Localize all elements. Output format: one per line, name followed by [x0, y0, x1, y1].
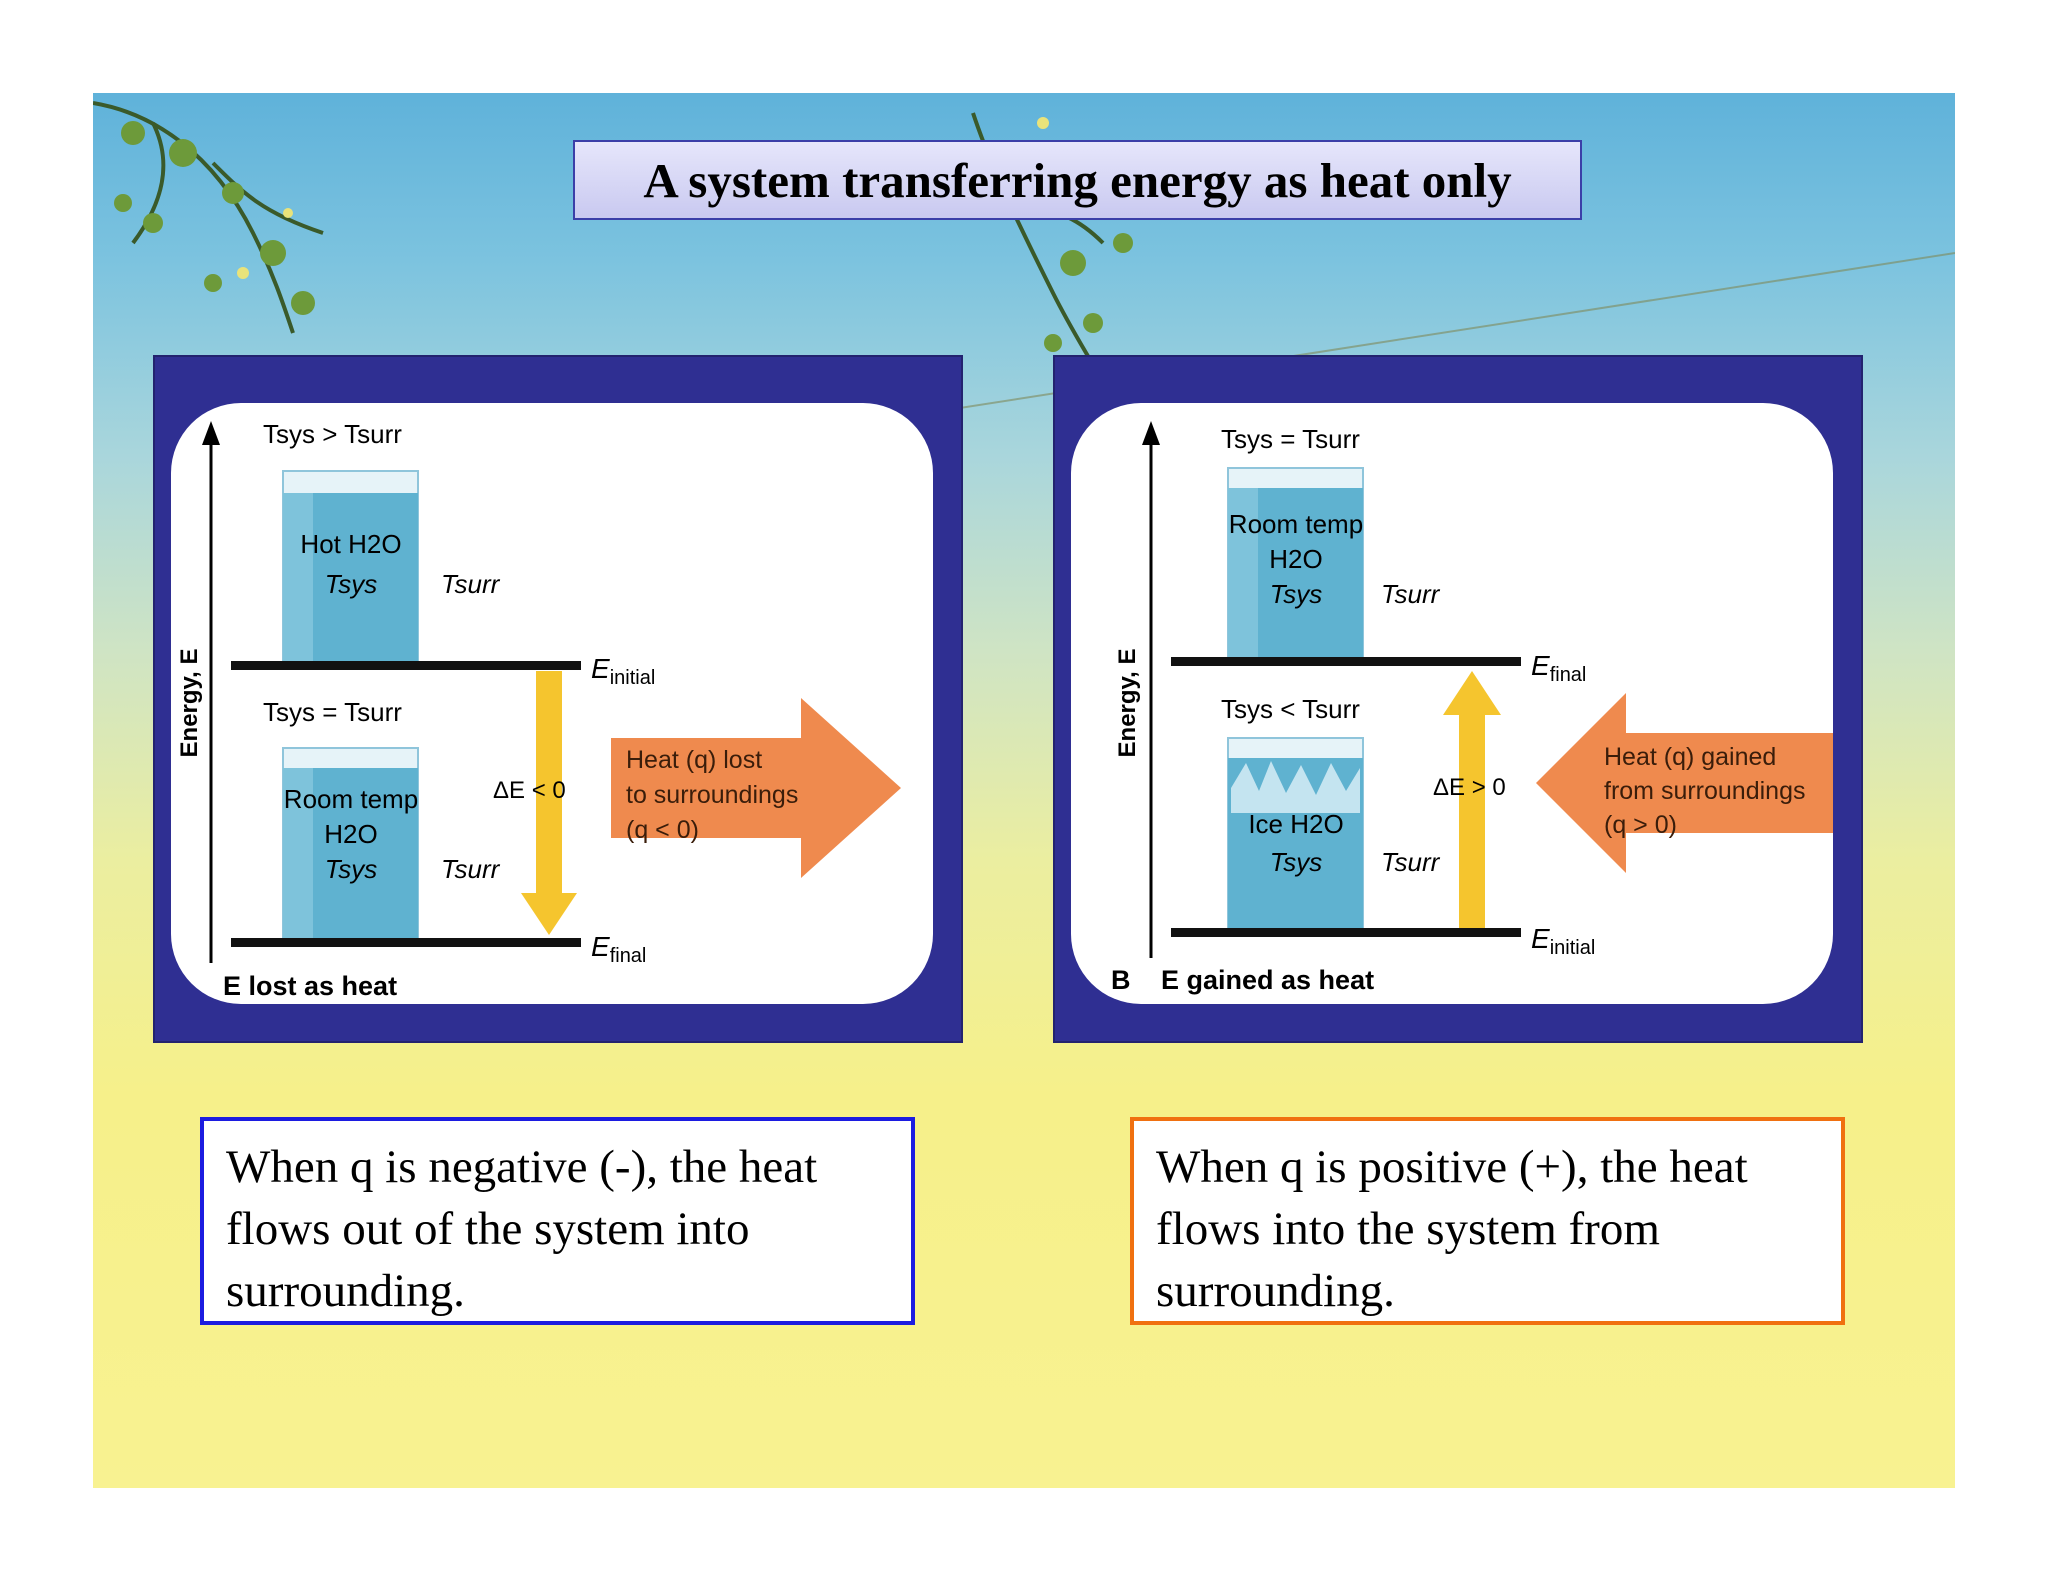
tsurr-top: Tsurr	[1381, 579, 1441, 609]
energy-axis-arrowhead	[1142, 421, 1160, 445]
beaker-label-top-2: H2O	[1269, 544, 1322, 574]
heat-line-2: to surroundings	[626, 781, 798, 809]
svg-text:Efinal: Efinal	[1531, 650, 1586, 686]
energy-decrease-arrow	[521, 671, 577, 935]
slide-title: A system transferring energy as heat onl…	[573, 140, 1582, 220]
diagram-a-canvas: Energy, E Tsys > Tsurr Hot H2O Tsys Tsur…	[171, 403, 933, 1004]
beaker-label-top-1: Room temp	[1229, 509, 1363, 539]
e-initial-sub: initial	[610, 667, 656, 689]
energy-axis-arrowhead	[202, 421, 220, 445]
tsurr-bottom: Tsurr	[441, 854, 501, 884]
energy-level-bottom	[1171, 928, 1521, 937]
beaker-label-bottom: Ice H2O	[1248, 809, 1343, 839]
e-final-sub: final	[1550, 664, 1587, 686]
tsys-top: Tsys	[1270, 579, 1323, 609]
diagram-panel-a: Energy, E Tsys > Tsurr Hot H2O Tsys Tsur…	[153, 355, 963, 1043]
delta-e-label: ΔE > 0	[1433, 774, 1506, 801]
e-initial-main: E	[1531, 923, 1550, 954]
heat-line-2: from surroundings	[1604, 777, 1805, 805]
e-initial-sub: initial	[1550, 937, 1596, 959]
relation-top: Tsys > Tsurr	[263, 419, 402, 449]
heat-line-1: Heat (q) gained	[1604, 743, 1776, 771]
energy-level-top	[231, 661, 581, 670]
relation-top: Tsys = Tsurr	[1221, 424, 1360, 454]
beaker-label-bottom-2: H2O	[324, 819, 377, 849]
heat-lost-arrow	[611, 698, 901, 878]
delta-e-label: ΔE < 0	[493, 777, 566, 804]
tsurr-bottom: Tsurr	[1381, 847, 1441, 877]
beaker-hot-water	[282, 470, 419, 662]
beaker-room-temp-water	[282, 747, 419, 939]
relation-bottom: Tsys = Tsurr	[263, 697, 402, 727]
tsys-bottom: Tsys	[325, 854, 378, 884]
beaker-room-temp-water	[1227, 467, 1364, 659]
slide: A system transferring energy as heat onl…	[93, 93, 1955, 1488]
caption-positive-q: When q is positive (+), the heat flows i…	[1130, 1117, 1845, 1325]
svg-text:Efinal: Efinal	[591, 931, 646, 967]
e-final-main: E	[591, 931, 610, 962]
heat-line-3: (q > 0)	[1604, 811, 1677, 839]
diagram-b-canvas: Energy, E Tsys = Tsurr Room temp H2O Tsy…	[1071, 403, 1833, 1004]
panel-letter-b: B	[1111, 965, 1131, 995]
svg-text:Einitial: Einitial	[591, 653, 655, 689]
heat-line-1: Heat (q) lost	[626, 746, 762, 774]
heat-gained-arrow	[1536, 693, 1833, 873]
panel-caption-b: E gained as heat	[1161, 965, 1374, 995]
panel-caption-a: E lost as heat	[223, 971, 397, 1001]
diagram-panel-b: Energy, E Tsys = Tsurr Room temp H2O Tsy…	[1053, 355, 1863, 1043]
e-final-main: E	[1531, 650, 1550, 681]
energy-level-top	[1171, 657, 1521, 666]
tsys-bottom: Tsys	[1270, 847, 1323, 877]
energy-axis-label: Energy, E	[176, 649, 203, 758]
caption-negative-q: When q is negative (-), the heat flows o…	[200, 1117, 915, 1325]
beaker-label-bottom-1: Room temp	[284, 784, 418, 814]
energy-axis-label: Energy, E	[1114, 649, 1141, 758]
tsys-top: Tsys	[325, 569, 378, 599]
svg-text:Einitial: Einitial	[1531, 923, 1595, 959]
e-final-sub: final	[610, 945, 647, 967]
e-initial-main: E	[591, 653, 610, 684]
tsurr-top: Tsurr	[441, 569, 501, 599]
beaker-label-top: Hot H2O	[300, 529, 401, 559]
energy-increase-arrow	[1443, 671, 1501, 928]
energy-level-bottom	[231, 938, 581, 947]
relation-bottom: Tsys < Tsurr	[1221, 694, 1360, 724]
heat-line-3: (q < 0)	[626, 816, 699, 844]
